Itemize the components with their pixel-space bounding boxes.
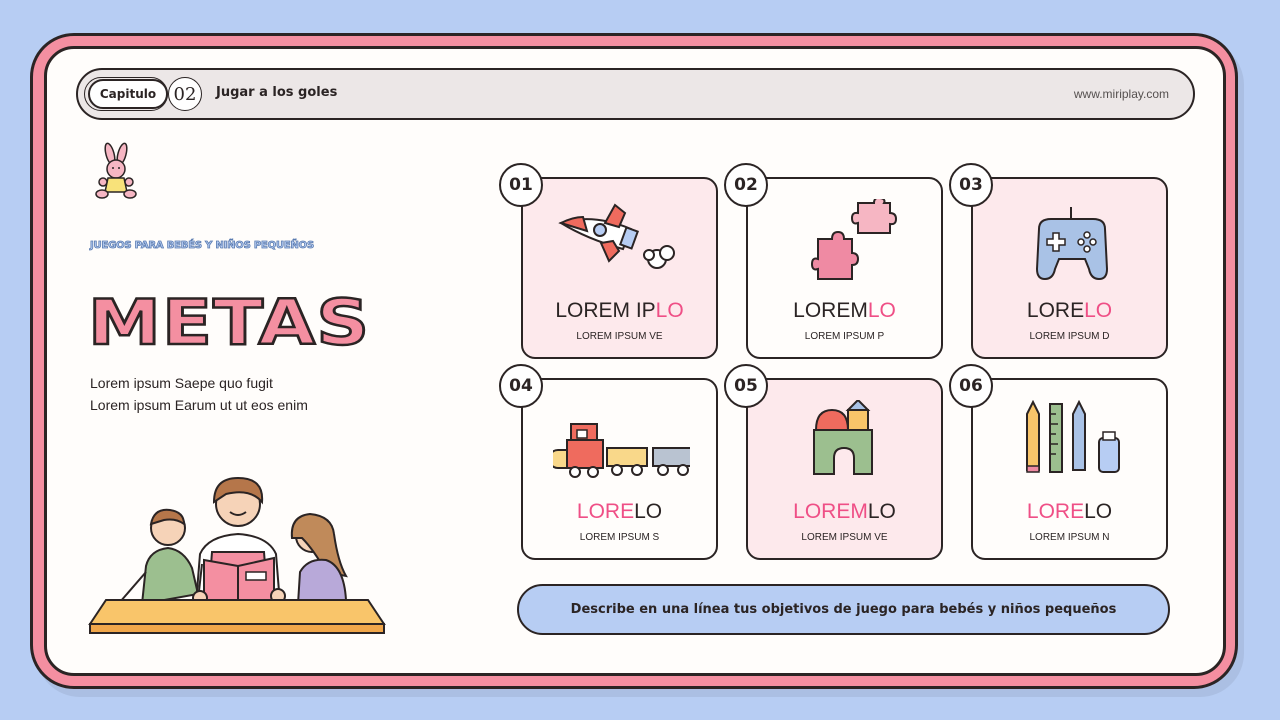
stationery-icon (1003, 399, 1140, 490)
footer-banner: Describe en una línea tus objetivos de j… (517, 584, 1170, 635)
goal-card-title-accent: LOREM (793, 500, 868, 523)
goal-card-02: LOREMLO LOREM IPSUM P (746, 177, 943, 359)
goal-card-01: LOREM IPLO LOREM IPSUM VE (521, 177, 718, 359)
goal-card-title: LOREM IPLO (523, 299, 716, 323)
chapter-number: 02 (168, 77, 202, 111)
goal-card-04: LORELO LOREM IPSUM S (521, 378, 718, 560)
goal-card-title-accent: LO (1084, 299, 1113, 322)
goal-card-title: LORELO (973, 299, 1166, 323)
goal-card-title-accent: LORE (576, 500, 635, 523)
gamepad-icon (1003, 199, 1140, 289)
goal-number-badge: 02 (724, 163, 768, 207)
goal-card-title-accent: LO (655, 299, 684, 322)
reading-family-illustration (88, 476, 386, 634)
goal-card-title-plain: LO (1084, 500, 1113, 523)
goal-number-badge: 04 (499, 364, 543, 408)
goal-card-subtitle: LOREM IPSUM N (1029, 532, 1110, 543)
goal-card-title-plain: LOREM IP (555, 299, 656, 322)
description-line-2: Lorem ipsum Earum ut ut eos enim (90, 397, 308, 413)
train-icon (548, 400, 694, 490)
goal-number-badge: 06 (949, 364, 993, 408)
goal-card-title-plain: LOREM (793, 299, 868, 322)
blocks-icon (778, 398, 915, 490)
chapter-label: Capitulo (88, 79, 168, 109)
puzzle-icon (778, 196, 915, 289)
rocket-icon (553, 199, 690, 289)
slide-title: METAS (87, 286, 371, 359)
goal-card-title-plain: LO (867, 500, 896, 523)
goal-number-badge: 01 (499, 163, 543, 207)
goal-card-title-plain: LORE (1026, 299, 1085, 322)
slide-subtitle: JUEGOS PARA BEBÉS Y NIÑOS PEQUEÑOS (90, 240, 315, 252)
goal-card-title-plain: LO (634, 500, 663, 523)
goal-card-title: LORELO (523, 500, 716, 524)
goal-card-title-accent: LO (867, 299, 896, 322)
header-title: Jugar a los goles (216, 85, 338, 100)
bunny-icon (95, 142, 137, 199)
goal-card-title-accent: LORE (1026, 500, 1085, 523)
goal-card-06: LORELO LOREM IPSUM N (971, 378, 1168, 560)
goal-card-subtitle: LOREM IPSUM VE (576, 331, 663, 342)
goal-card-title: LOREMLO (748, 500, 941, 524)
goal-card-subtitle: LOREM IPSUM S (579, 532, 660, 543)
header-bar: Capitulo 02 Jugar a los goles www.miripl… (76, 68, 1195, 120)
description-line-1: Lorem ipsum Saepe quo fugit (90, 375, 273, 391)
goal-card-05: LOREMLO LOREM IPSUM VE (746, 378, 943, 560)
goal-card-subtitle: LOREM IPSUM D (1029, 331, 1110, 342)
website-url[interactable]: www.miriplay.com (1073, 87, 1169, 101)
goal-card-subtitle: LOREM IPSUM VE (801, 532, 888, 543)
goal-card-03: LORELO LOREM IPSUM D (971, 177, 1168, 359)
goal-number-badge: 05 (724, 364, 768, 408)
goal-card-subtitle: LOREM IPSUM P (804, 331, 885, 342)
goal-card-title: LOREMLO (748, 299, 941, 323)
goal-number-badge: 03 (949, 163, 993, 207)
goal-card-title: LORELO (973, 500, 1166, 524)
description: Lorem ipsum Saepe quo fugit Lorem ipsum … (90, 372, 308, 416)
